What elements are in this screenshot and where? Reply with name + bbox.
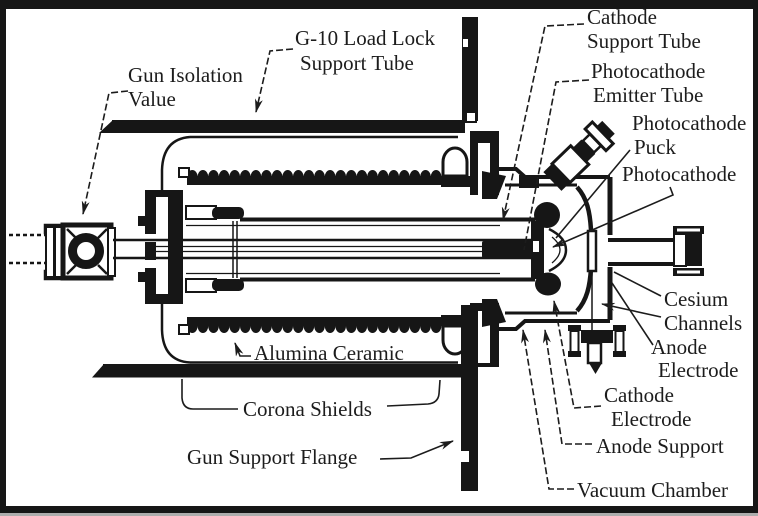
leader-g10-load-lock bbox=[255, 48, 294, 113]
label-alumina-ceramic: Alumina Ceramic bbox=[254, 341, 404, 365]
beam-exit-flange bbox=[608, 226, 704, 276]
corona-shield-stack bbox=[185, 205, 535, 293]
g10-load-lock-support-tube-bar bbox=[99, 120, 465, 133]
cathode-support-tube-stalk bbox=[113, 238, 540, 260]
beam-axis-centerlines bbox=[9, 233, 48, 265]
cathode-electrode-lower-lobe bbox=[535, 272, 561, 296]
stalk-end bbox=[482, 241, 534, 258]
label-anode-electrode-line2: Electrode bbox=[658, 358, 738, 382]
cathode-electrode-assembly bbox=[531, 202, 568, 296]
ceramic-end-dome-top bbox=[441, 146, 469, 178]
photocathode-face bbox=[548, 227, 568, 273]
lower-support-bar bbox=[92, 364, 465, 378]
label-vacuum-chamber: Vacuum Chamber bbox=[577, 478, 728, 502]
leader-lines bbox=[81, 23, 675, 490]
leader-photocathode-puck bbox=[555, 149, 631, 239]
cathode-electrode-upper-lobe bbox=[534, 202, 560, 228]
leader-gun-support-flange bbox=[379, 440, 454, 460]
leader-photocathode-emitter-tube bbox=[523, 79, 590, 251]
label-photocathode-puck-line2: Puck bbox=[634, 135, 677, 159]
label-cathode-electrode: Cathode bbox=[604, 383, 674, 407]
alumina-ceramic-insulator-top bbox=[178, 146, 469, 185]
viewport-assembly bbox=[543, 119, 616, 191]
leader-cesium-channels-1 bbox=[613, 271, 662, 297]
label-photocathode-emitter-tube-line2: Emitter Tube bbox=[593, 83, 703, 107]
anode-funnel-top bbox=[575, 185, 594, 231]
gun-isolation-valve-assembly bbox=[43, 222, 116, 281]
label-corona-shields: Corona Shields bbox=[243, 397, 372, 421]
leader-photocathode bbox=[552, 186, 675, 248]
label-cesium-channels: Cesium bbox=[664, 287, 728, 311]
label-gun-isolation-valve: Gun Isolation bbox=[128, 63, 243, 87]
leader-cathode-support-tube bbox=[501, 23, 585, 221]
leader-corona-shields-left bbox=[181, 379, 238, 410]
leader-corona-shields-right bbox=[386, 379, 441, 407]
label-gun-isolation-valve-line2: Value bbox=[128, 87, 176, 111]
anode-support-bracket bbox=[568, 325, 626, 374]
photocathode-puck-face bbox=[551, 236, 561, 264]
label-cesium-channels-line2: Channels bbox=[664, 311, 742, 335]
labels: Gun Isolation Value G-10 Load Lock Suppo… bbox=[128, 5, 746, 502]
label-photocathode: Photocathode bbox=[622, 162, 736, 186]
leader-gun-isolation-valve bbox=[81, 90, 129, 215]
anode-funnel-bottom bbox=[575, 267, 594, 313]
label-photocathode-emitter-tube: Photocathode bbox=[591, 59, 705, 83]
label-gun-support-flange: Gun Support Flange bbox=[187, 445, 357, 469]
label-anode-support: Anode Support bbox=[596, 434, 724, 458]
label-cathode-support-tube: Cathode bbox=[587, 5, 657, 29]
valve-bore-ring bbox=[68, 233, 104, 269]
label-g10-load-lock: G-10 Load Lock bbox=[295, 26, 435, 50]
leader-alumina-ceramic bbox=[234, 342, 251, 357]
leader-cesium-channels-2 bbox=[601, 302, 662, 318]
anode-electrode-plate bbox=[586, 229, 598, 273]
label-cathode-electrode-line2: Electrode bbox=[611, 407, 691, 431]
label-cathode-support-tube-line2: Support Tube bbox=[587, 29, 701, 53]
label-g10-load-lock-line2: Support Tube bbox=[300, 51, 414, 75]
label-photocathode-puck: Photocathode bbox=[632, 111, 746, 135]
leader-anode-electrode bbox=[611, 282, 654, 346]
leader-vacuum-chamber bbox=[521, 329, 574, 490]
leader-anode-support bbox=[542, 329, 592, 445]
label-anode-electrode: Anode bbox=[651, 335, 707, 359]
